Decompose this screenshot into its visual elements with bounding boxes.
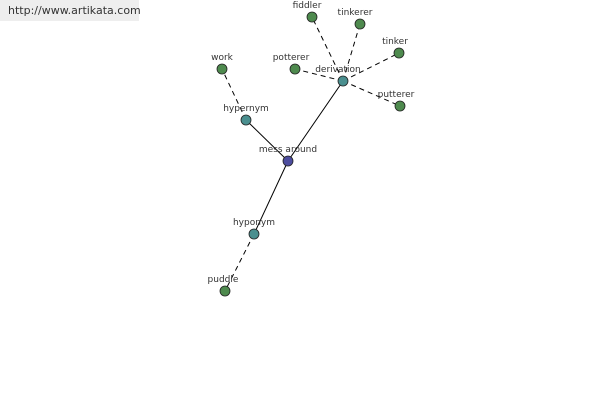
edge-mess-around-hyponym (253, 160, 289, 235)
node-hyponym[interactable] (248, 228, 260, 240)
node-derivation[interactable] (337, 75, 349, 87)
node-tinkerer[interactable] (354, 18, 366, 30)
edge-derivation-fiddler (311, 16, 344, 82)
graph-nodes: mess around hypernym derivation hyponym work… (208, 1, 415, 297)
node-label-tinker: tinker (382, 37, 408, 47)
node-label-mess-around: mess around (259, 145, 317, 155)
node-tinker[interactable] (393, 47, 405, 59)
node-label-potterer: potterer (273, 53, 310, 63)
node-label-putterer: putterer (378, 90, 415, 100)
node-label-tinkerer: tinkerer (338, 8, 373, 18)
node-label-puddle: puddle (208, 275, 239, 285)
edge-derivation-tinker (342, 52, 400, 82)
node-label-work: work (211, 53, 234, 63)
edge-mess-around-hypernym (245, 119, 289, 162)
graph-edges (221, 16, 401, 292)
edge-mess-around-derivation (287, 80, 344, 162)
node-fiddler[interactable] (306, 11, 318, 23)
node-work[interactable] (216, 63, 228, 75)
edge-derivation-tinkerer (342, 23, 361, 82)
node-potterer[interactable] (289, 63, 301, 75)
edge-hypernym-work (221, 68, 247, 121)
node-hypernym[interactable] (240, 114, 252, 126)
node-label-hyponym: hyponym (233, 218, 275, 228)
node-puddle[interactable] (219, 285, 231, 297)
node-label-derivation: derivation (315, 65, 361, 75)
node-putterer[interactable] (394, 100, 406, 112)
edge-derivation-putterer (342, 80, 401, 107)
node-mess-around[interactable] (282, 155, 294, 167)
node-label-fiddler: fiddler (293, 1, 322, 11)
node-label-hypernym: hypernym (223, 104, 269, 114)
watermark-bar: http://www.artikata.com (0, 0, 141, 21)
watermark-url: http://www.artikata.com (8, 4, 141, 17)
edge-hyponym-puddle (224, 233, 255, 292)
